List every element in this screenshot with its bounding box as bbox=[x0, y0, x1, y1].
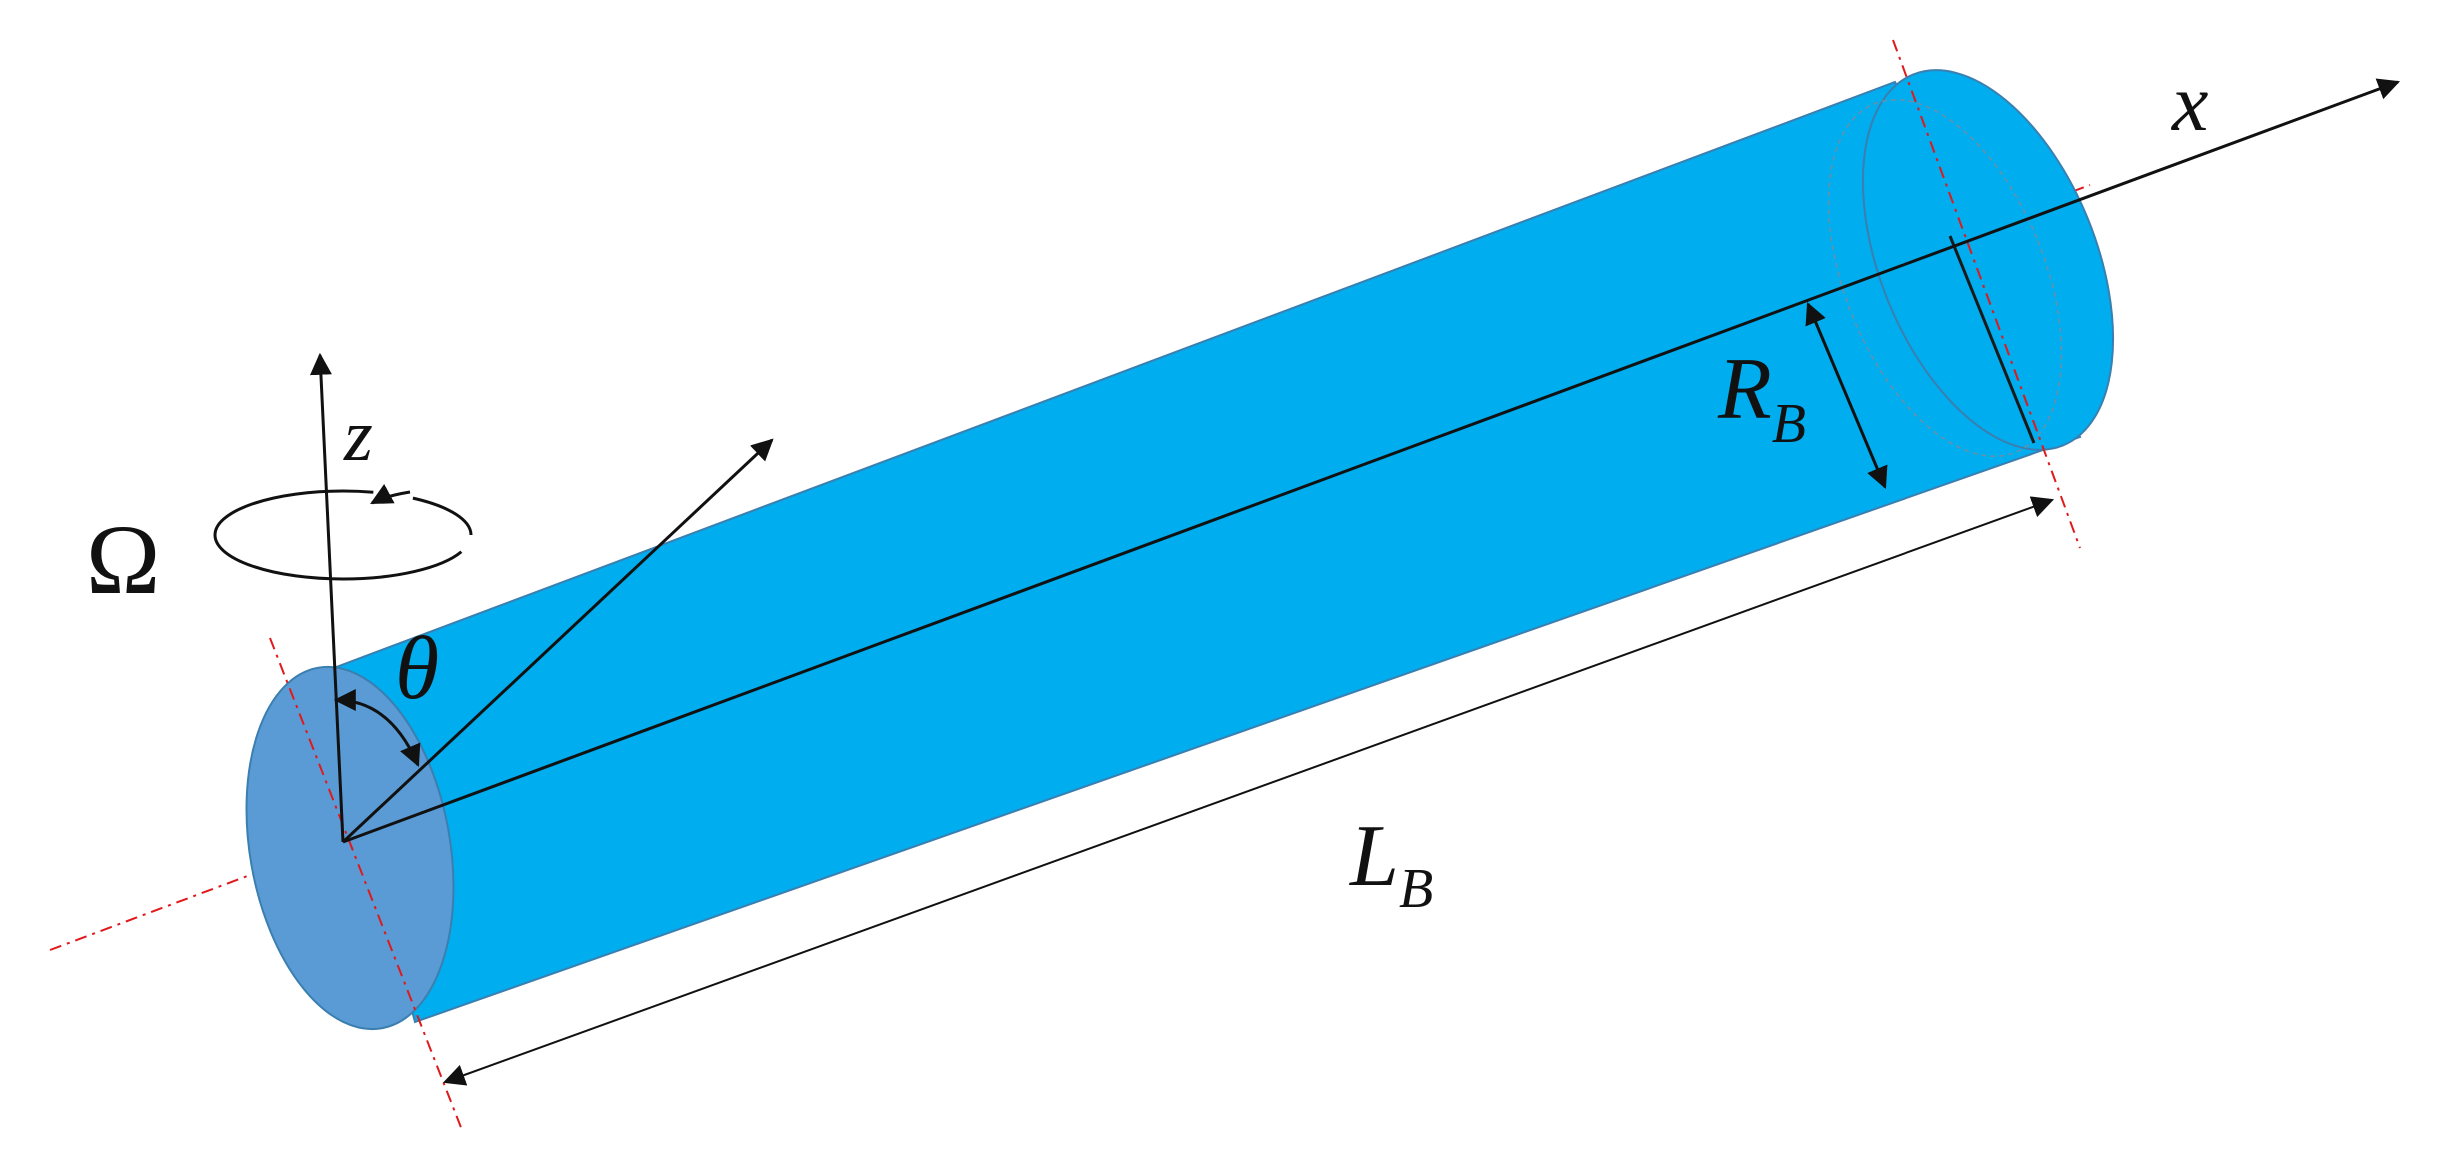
z-axis-label: z bbox=[343, 395, 373, 477]
radius-label-subscript: B bbox=[1772, 393, 1806, 455]
length-label-subscript: B bbox=[1399, 858, 1433, 920]
x-axis-label: x bbox=[2171, 57, 2208, 148]
near-end-marker-line bbox=[269, 637, 463, 1131]
rotation-label: Ω bbox=[86, 504, 160, 615]
radius-label: RB bbox=[1717, 341, 1806, 455]
rotation-loop bbox=[213, 489, 473, 581]
length-label: LB bbox=[1348, 808, 1433, 920]
cylinder-far-cap bbox=[1861, 69, 2115, 451]
radius-label-main: R bbox=[1717, 341, 1772, 438]
cylinder-body bbox=[321, 80, 2082, 1024]
length-dimension-arrow bbox=[442, 496, 2055, 1086]
far-end-diameter-line bbox=[1948, 235, 2036, 444]
theta-label: θ bbox=[395, 619, 439, 718]
x-axis-arrow bbox=[342, 78, 2401, 844]
radius-dimension-arrow bbox=[1805, 301, 1888, 490]
theta-angle-arc bbox=[333, 689, 421, 768]
rotation-arrow-icon bbox=[370, 483, 411, 505]
length-label-main: L bbox=[1348, 808, 1399, 905]
far-end-marker-line bbox=[1892, 39, 2081, 549]
